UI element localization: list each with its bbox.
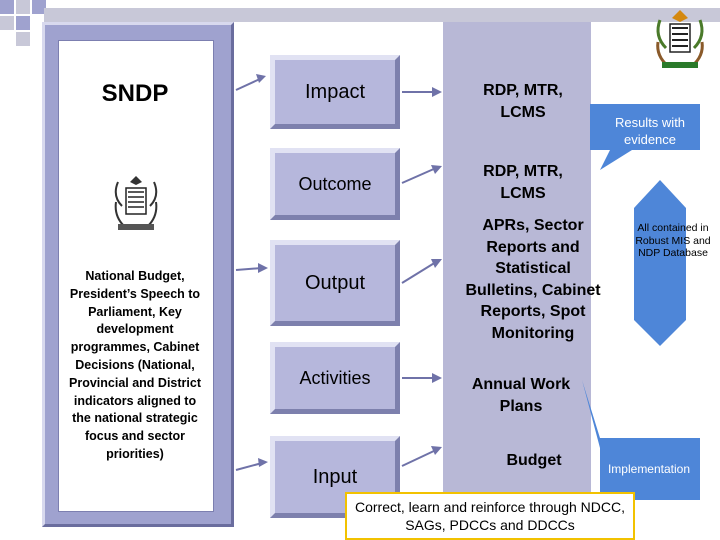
sndp-description: National Budget, President’s Speech to P… xyxy=(69,269,201,461)
activities-box: Activities xyxy=(270,342,400,414)
coat-of-arms-icon xyxy=(114,176,158,230)
outcome-label: Outcome xyxy=(298,173,372,194)
database-text: All contained in Robust MIS and NDP Data… xyxy=(635,222,711,259)
implementation-callout xyxy=(582,380,700,500)
deco-square xyxy=(16,16,30,30)
implementation-text: Implementation xyxy=(607,462,691,476)
deco-square xyxy=(0,16,14,30)
activities-label: Activities xyxy=(299,367,371,388)
coat-of-arms-color-icon xyxy=(656,10,704,68)
left-arrows xyxy=(235,77,263,471)
deco-square xyxy=(32,0,46,14)
outcome-source: RDP, MTR, LCMS xyxy=(483,163,563,202)
output-box: Output xyxy=(270,240,400,326)
deco-square xyxy=(16,0,30,14)
impact-box: Impact xyxy=(270,55,400,129)
deco-square xyxy=(16,32,30,46)
input-source: Budget xyxy=(506,452,562,469)
activities-source: Annual Work Plans xyxy=(471,376,571,415)
results-callout xyxy=(590,104,700,170)
database-arrow xyxy=(634,180,686,346)
output-source: APRs, Sector Reports and Statistical Bul… xyxy=(465,217,601,342)
input-label: Input xyxy=(312,465,358,488)
deco-square xyxy=(0,0,14,14)
impact-source: RDP, MTR, LCMS xyxy=(483,82,563,121)
outcome-box: Outcome xyxy=(270,148,400,220)
footer-box: Correct, learn and reinforce through NDC… xyxy=(345,492,635,540)
sndp-title: SNDP xyxy=(101,80,169,107)
footer-text: Correct, learn and reinforce through NDC… xyxy=(354,499,625,533)
sndp-panel-inner xyxy=(58,40,214,512)
top-bar xyxy=(44,8,720,22)
evidence-column xyxy=(443,22,591,492)
impact-label: Impact xyxy=(304,80,366,103)
output-label: Output xyxy=(304,271,366,294)
right-arrows xyxy=(401,91,437,467)
results-text: Results with evidence xyxy=(614,115,686,147)
